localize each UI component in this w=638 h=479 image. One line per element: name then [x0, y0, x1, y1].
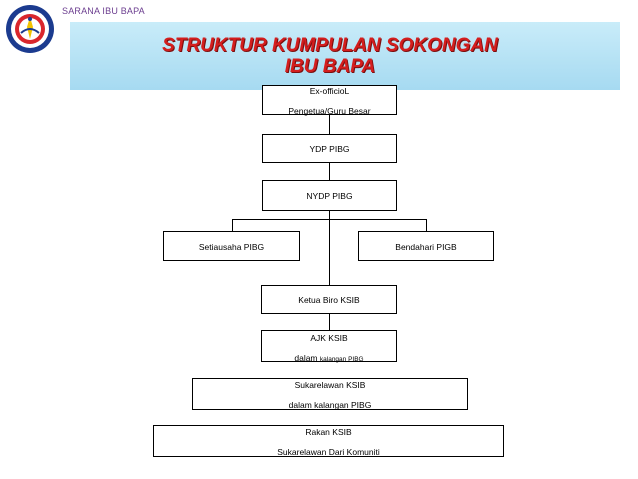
connector-to-bendahari	[426, 219, 427, 231]
page-title: STRUKTUR KUMPULAN SOKONGAN IBU BAPA	[70, 35, 590, 77]
box-sukarelawan: Sukarelawan KSIB dalam kalangan PIBG	[192, 378, 468, 410]
connector-nydp-ketua	[329, 211, 330, 285]
ajk-line-2: dalam kalangan PIBG	[262, 353, 396, 363]
rakan-line-1: Rakan KSIB	[305, 427, 352, 437]
box-ydp: YDP PIBG	[262, 134, 397, 163]
box-ketua-biro: Ketua Biro KSIB	[261, 285, 397, 314]
connector-ketua-ajk	[329, 314, 330, 330]
sukarelawan-line-1: Sukarelawan KSIB	[294, 380, 366, 390]
exofficio-line-2: Pengetua/Guru Besar	[288, 106, 371, 116]
ajk-line-2-a: dalam	[294, 353, 318, 363]
title-line-2: IBU BAPA	[284, 56, 376, 77]
box-rakan: Rakan KSIB Sukarelawan Dari Komuniti	[153, 425, 504, 457]
exofficio-line-1: Ex-officioL	[309, 86, 350, 96]
title-banner	[70, 22, 620, 90]
box-bendahari: Bendahari PIGB	[358, 231, 494, 261]
rakan-line-2: Sukarelawan Dari Komuniti	[277, 447, 380, 457]
box-ajk: AJK KSIB dalam kalangan PIBG	[261, 330, 397, 363]
top-bar	[0, 0, 638, 18]
ajk-line-1: AJK KSIB	[310, 333, 348, 343]
sukarelawan-line-2: dalam kalangan PIBG	[288, 400, 372, 410]
box-exofficio: Ex-officioL Pengetua/Guru Besar	[262, 85, 397, 116]
ydp-label: YDP PIBG	[309, 144, 350, 154]
ketua-label: Ketua Biro KSIB	[298, 295, 360, 305]
setiausaha-label: Setiausaha PIBG	[198, 242, 265, 252]
connector-exofficio-ydp	[329, 115, 330, 134]
school-logo-icon	[6, 5, 54, 53]
connector-horizontal-branch	[232, 219, 427, 220]
connector-ydp-nydp	[329, 163, 330, 180]
title-line-1: STRUKTUR KUMPULAN SOKONGAN	[162, 35, 498, 56]
bendahari-label: Bendahari PIGB	[395, 242, 457, 252]
nydp-label: NYDP PIBG	[306, 191, 353, 201]
box-setiausaha: Setiausaha PIBG	[163, 231, 300, 261]
box-nydp: NYDP PIBG	[262, 180, 397, 211]
header-label: SARANA IBU BAPA	[62, 6, 145, 16]
ajk-line-2-b: kalangan PIBG	[319, 356, 364, 363]
connector-to-setiausaha	[232, 219, 233, 231]
